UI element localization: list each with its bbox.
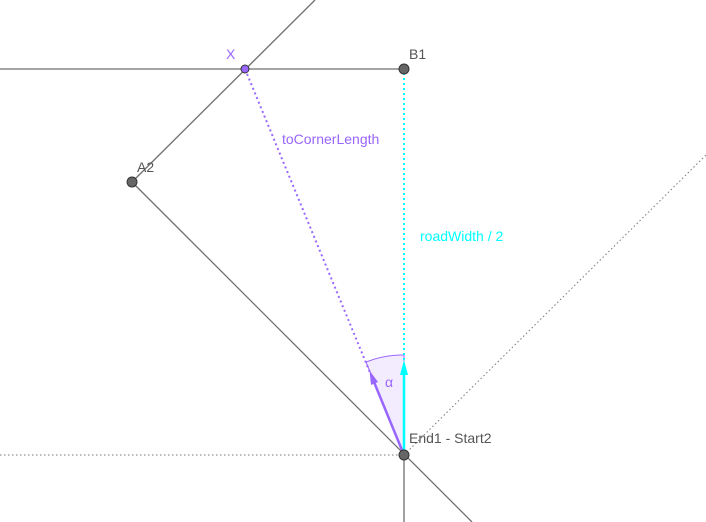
label-a2: A2 (137, 159, 154, 175)
point-end1-start2[interactable] (398, 449, 410, 461)
label-end1-start2: End1 - Start2 (409, 430, 492, 446)
purple-vector-arrowhead (369, 370, 378, 385)
point-a2[interactable] (126, 176, 138, 188)
line-a2-x[interactable] (131, 0, 316, 183)
dotted-diagonal-line[interactable] (403, 154, 706, 456)
label-to-corner-length: toCornerLength (282, 131, 379, 147)
label-b1: B1 (409, 46, 426, 62)
purple-vector-shaft[interactable] (372, 381, 406, 456)
label-x: X (226, 46, 236, 62)
line-a2-end1[interactable] (131, 181, 473, 522)
point-b1[interactable] (398, 63, 410, 75)
label-alpha: α (385, 374, 393, 390)
cyan-vector-arrowhead (400, 360, 408, 375)
point-x[interactable] (240, 64, 250, 74)
label-road-width-half: roadWidth / 2 (420, 228, 503, 244)
